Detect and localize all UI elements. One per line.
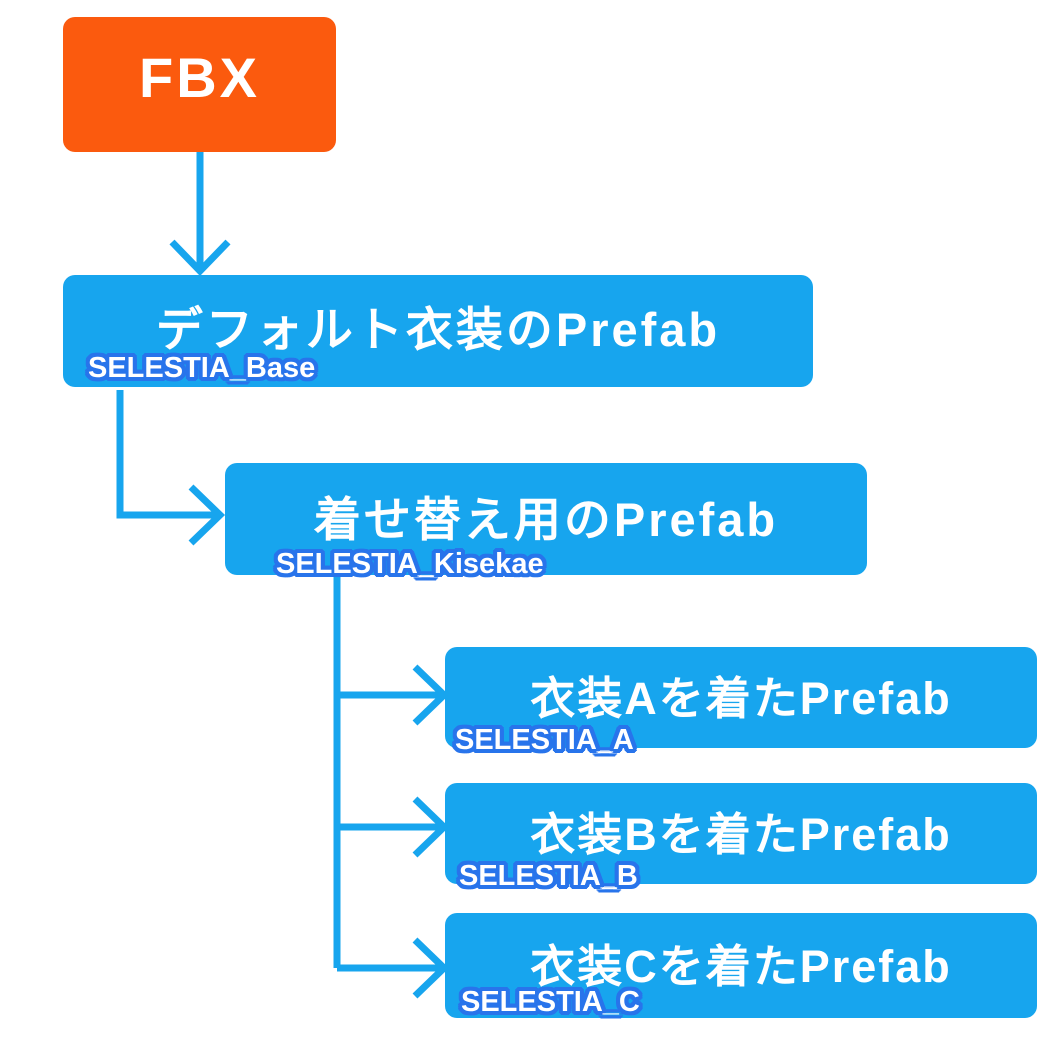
node-outfit-c-prefab-title: 衣装Cを着たPrefab [530,941,952,992]
arrow-kisekae-to-b [337,796,450,858]
label-selestia-a: SELESTIA_A [455,724,634,756]
label-selestia-c: SELESTIA_C [461,986,640,1018]
label-selestia-kisekae: SELESTIA_Kisekae [276,548,544,580]
node-kisekae-prefab-title: 着せ替え用のPrefab [313,492,779,546]
node-fbx-title: FBX [139,46,260,109]
node-outfit-a-prefab-title: 衣装Aを着たPrefab [530,673,952,724]
node-outfit-a-prefab: 衣装Aを着たPrefab [445,647,1037,748]
label-selestia-base: SELESTIA_Base [88,352,316,384]
node-default-outfit-prefab: デフォルト衣装のPrefab [63,275,813,387]
arrow-base-to-kisekae [116,390,226,546]
label-selestia-b: SELESTIA_B [459,860,638,892]
node-kisekae-prefab: 着せ替え用のPrefab [225,463,867,575]
node-outfit-c-prefab: 衣装Cを着たPrefab [445,913,1037,1018]
node-default-outfit-prefab-title: デフォルト衣装のPrefab [155,302,721,356]
arrow-kisekae-to-a [337,664,450,726]
node-outfit-b-prefab-title: 衣装Bを着たPrefab [530,809,952,860]
node-outfit-b-prefab: 衣装Bを着たPrefab [445,783,1037,884]
arrow-fbx-to-base [169,152,231,277]
node-fbx: FBX [63,17,336,152]
arrow-kisekae-to-c [337,937,450,999]
